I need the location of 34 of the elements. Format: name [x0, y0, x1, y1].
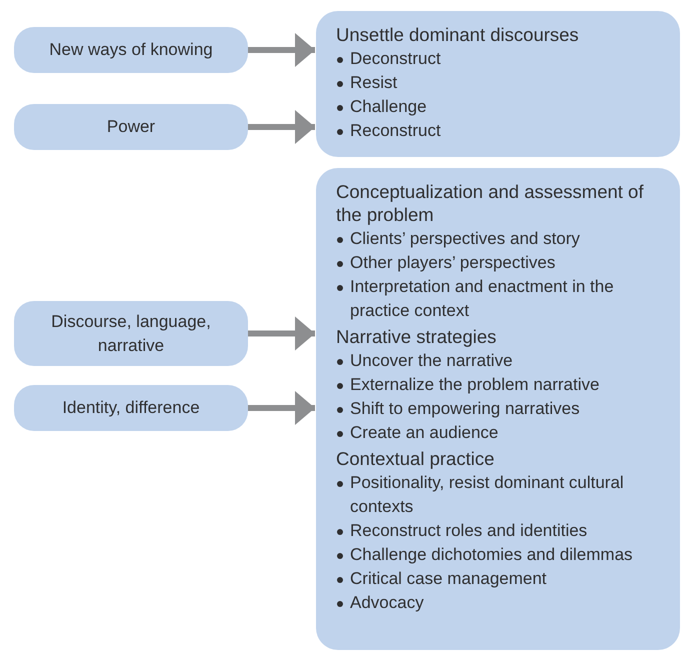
- content-box: [316, 168, 680, 650]
- bullet-item: Create an audience: [336, 421, 672, 445]
- bullet-item: Reconstruct roles and identities: [336, 519, 672, 543]
- bullet-item: Externalize the problem narrative: [336, 373, 672, 397]
- bullet-item: Clients’ perspectives and story: [336, 227, 672, 251]
- box-label: Identity, difference: [62, 397, 200, 419]
- arrow: [248, 391, 315, 425]
- concept-box: [14, 104, 248, 150]
- concept-box: [14, 301, 248, 366]
- concept-box: [14, 27, 248, 73]
- bullet-item: Deconstruct: [336, 47, 672, 71]
- arrow: [248, 33, 315, 67]
- bullet-item: Reconstruct: [336, 119, 672, 143]
- bullet-item: Shift to empowering narratives: [336, 397, 672, 421]
- arrow: [248, 110, 315, 144]
- section-heading: Narrative strategies: [336, 325, 498, 348]
- section-heading: Conceptualization and assessment of the problem: [336, 180, 644, 226]
- concept-box: [14, 385, 248, 431]
- section-heading: Unsettle dominant discourses: [336, 23, 580, 46]
- bullet-item: Critical case management: [336, 567, 672, 591]
- bullet-item: Interpretation and enactment in the practice context: [336, 275, 672, 323]
- bullet-item: Advocacy: [336, 591, 672, 615]
- box-label: Discourse, language, narrative: [50, 310, 212, 356]
- box-label: New ways of knowing: [49, 39, 213, 61]
- box-label: Power: [106, 116, 156, 138]
- section-heading: Contextual practice: [336, 447, 496, 470]
- bullet-item: Uncover the narrative: [336, 349, 672, 373]
- content-box: [316, 11, 680, 157]
- bullet-item: Challenge dichotomies and dilemmas: [336, 543, 672, 567]
- bullet-item: Other players’ perspectives: [336, 251, 672, 275]
- arrow: [248, 316, 315, 350]
- bullet-item: Resist: [336, 71, 672, 95]
- bullet-item: Positionality, resist dominant cultural contexts: [336, 471, 672, 519]
- bullet-item: Challenge: [336, 95, 672, 119]
